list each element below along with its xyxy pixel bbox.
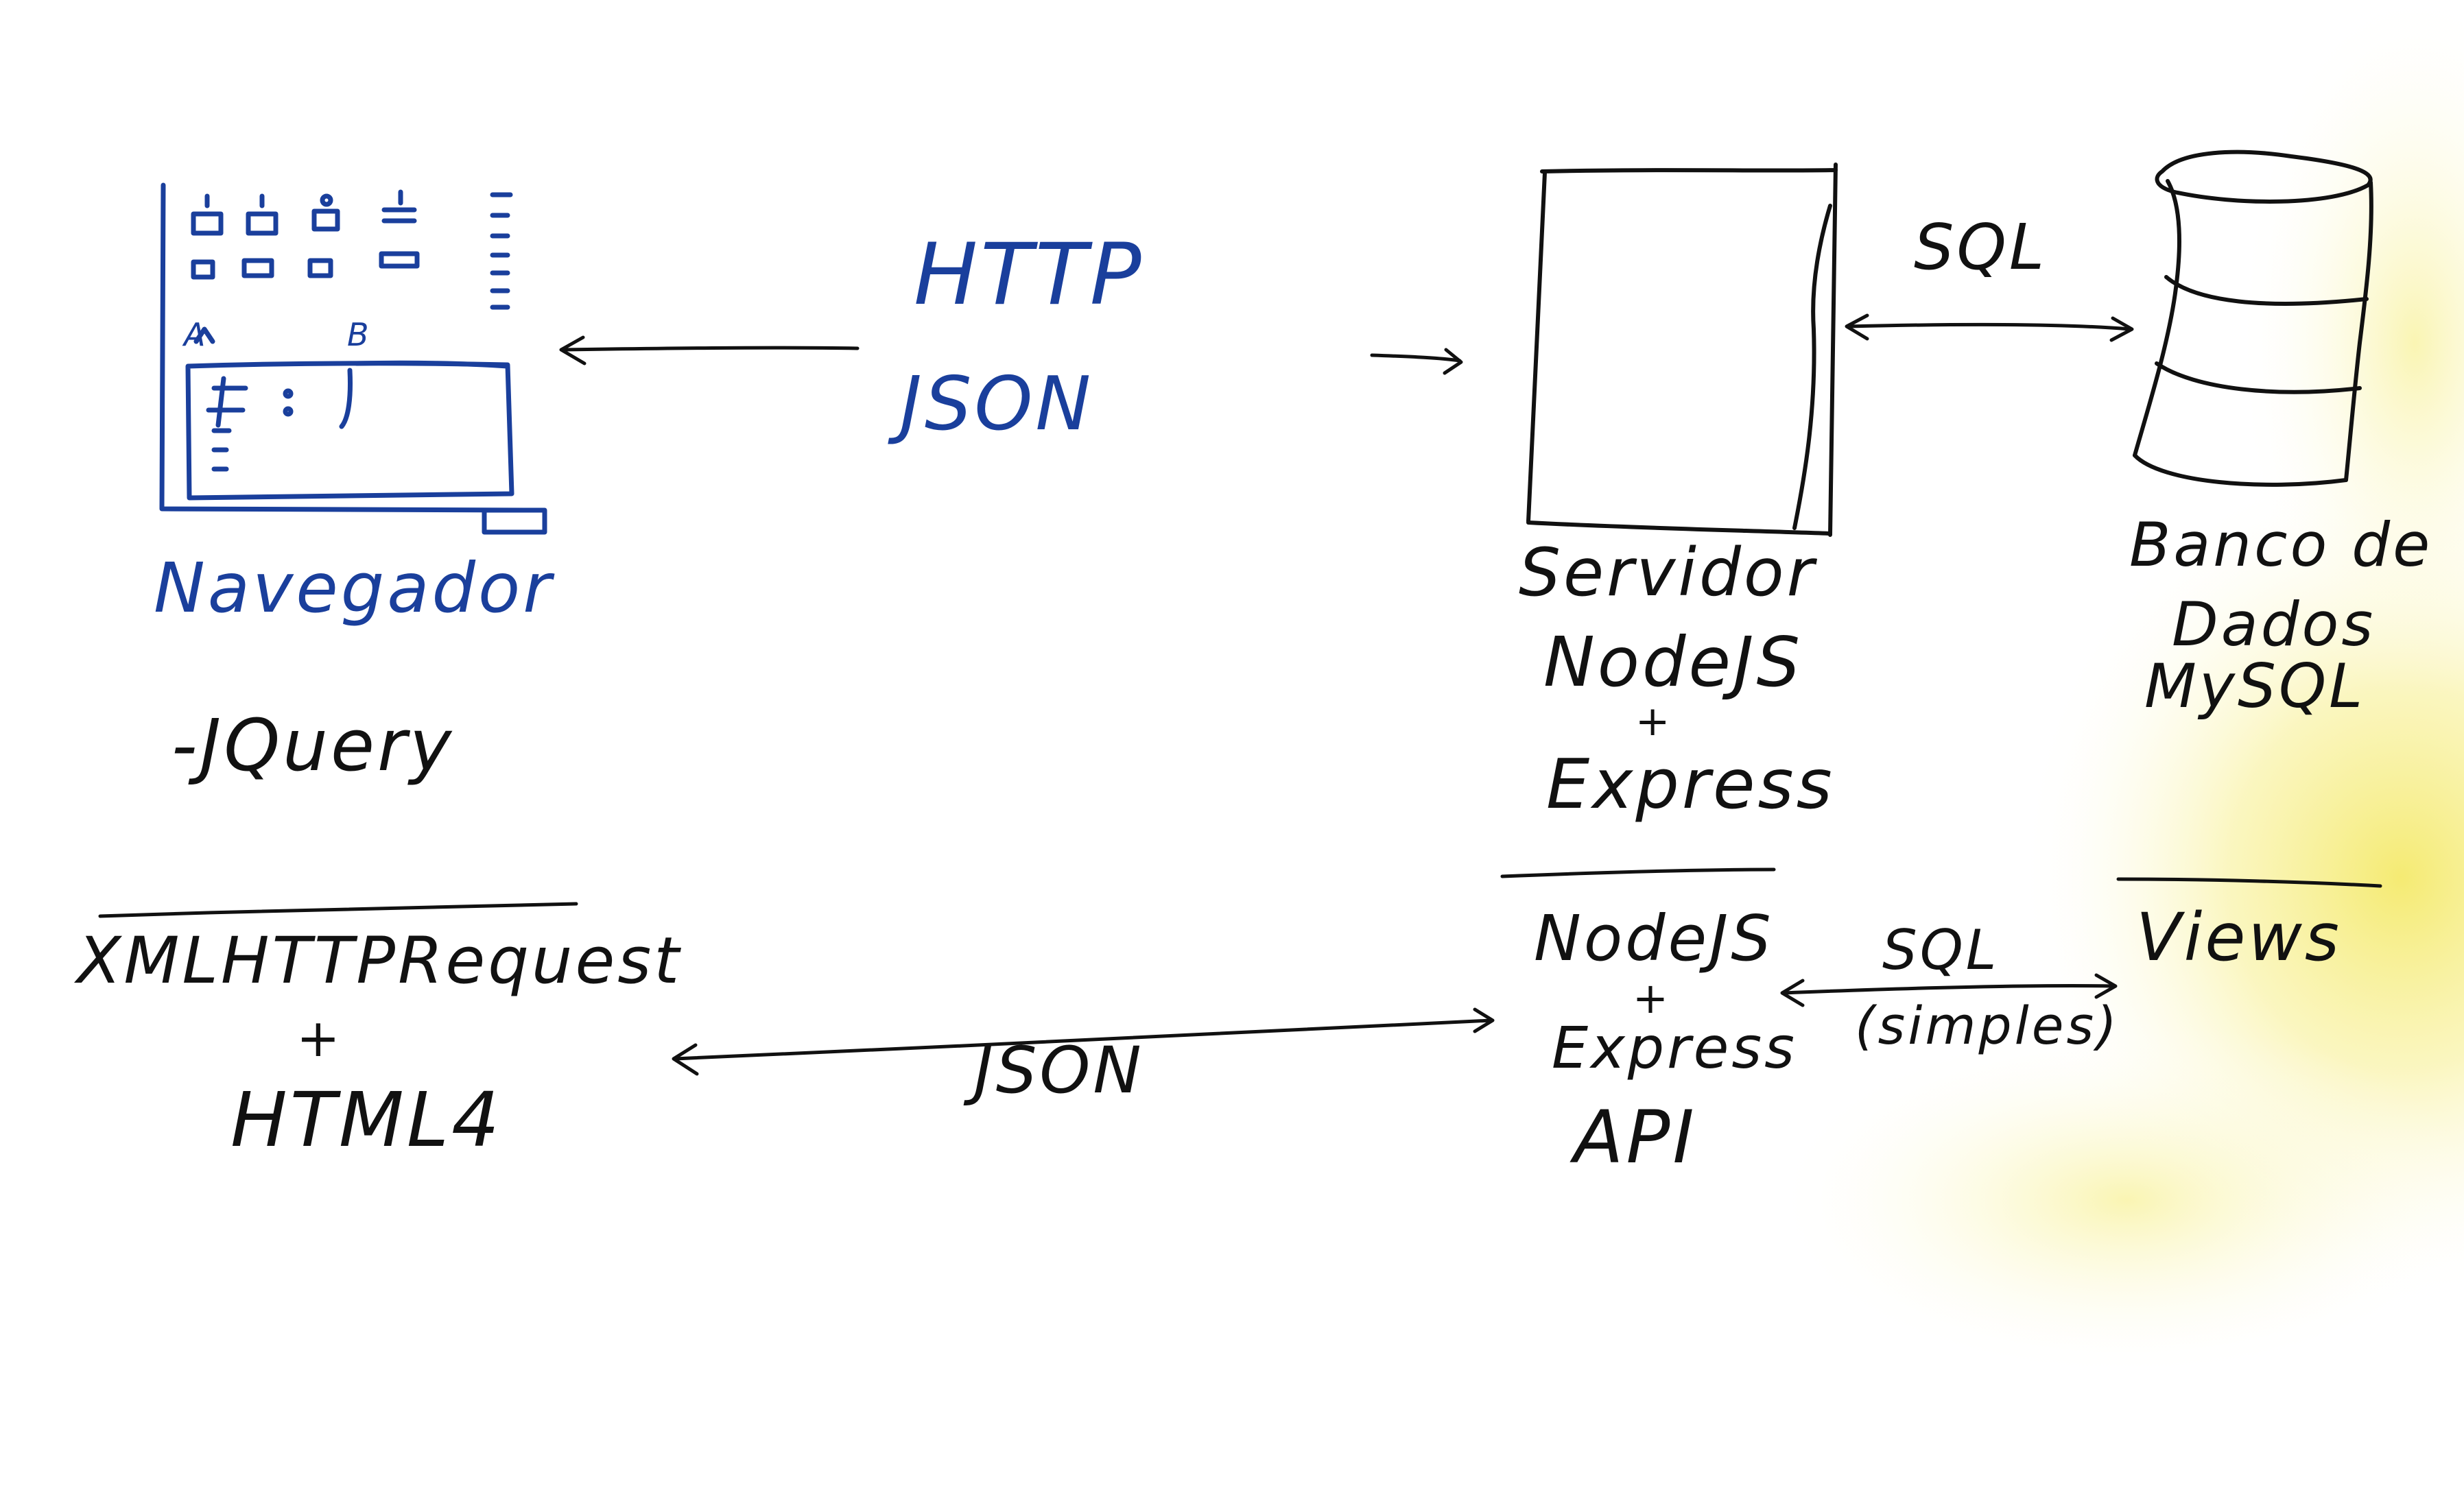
api-line-4: API [1574, 1095, 1697, 1179]
sql-arrow-top [1845, 313, 2134, 342]
sql-label-top: SQL [1914, 211, 2048, 284]
api-line-2: + [1633, 973, 1671, 1023]
sql-simples-label: (simples) [1855, 995, 2120, 1056]
divider-lines [98, 867, 2382, 918]
client-bottom-line-1: XMLHTTPRequest [77, 924, 683, 998]
server-box [1526, 163, 1838, 537]
sql-arrow-bottom [1780, 973, 2118, 1007]
views-label: Views [2136, 899, 2342, 976]
database-line-2: Dados [2172, 589, 2376, 660]
browser-window-sketch [159, 182, 547, 535]
server-line-4: Express [1546, 744, 1835, 824]
server-line-1: Servidor [1519, 534, 1817, 611]
client-bottom-line-2: + [296, 1007, 343, 1068]
json-label-bottom: JSON [974, 1033, 1144, 1108]
database-cylinder [2133, 149, 2373, 487]
server-line-3: + [1635, 697, 1673, 745]
database-line-3: MySQL [2144, 651, 2366, 721]
browser-label: Navegador [154, 548, 554, 628]
browser-library: -JQuery [171, 704, 455, 787]
client-bottom-line-3: HTML4 [230, 1076, 503, 1164]
http-format-label: JSON [900, 361, 1094, 447]
browser-tab-a: A [184, 316, 209, 353]
browser-tab-b: B [347, 316, 372, 353]
api-line-3: Express [1552, 1014, 1797, 1081]
http-protocol-label: HTTP [914, 226, 1144, 324]
json-arrow-bottom [672, 1007, 1495, 1076]
database-line-1: Banco de [2129, 510, 2433, 580]
api-line-1: NodeJS [1534, 902, 1774, 975]
sql-label-bottom: SQL [1882, 918, 2000, 982]
http-arrow [559, 335, 1463, 375]
server-line-2: NodeJS [1543, 622, 1803, 702]
